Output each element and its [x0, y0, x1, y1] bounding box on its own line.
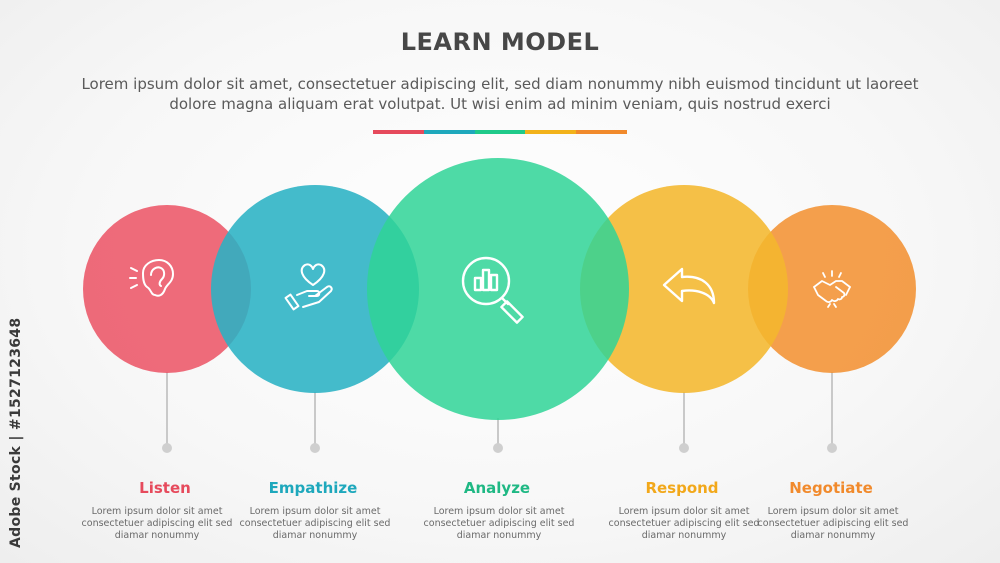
stock-watermark: Adobe Stock | #1527123648: [8, 317, 24, 548]
connector-dot: [162, 443, 172, 453]
page-title: LEARN MODEL: [400, 28, 600, 56]
ear-icon: [129, 259, 174, 297]
step-description-analyze: Lorem ipsum dolor sit amet consectetuer …: [423, 506, 575, 541]
connector-dot: [493, 443, 503, 453]
accent-segment: [423, 130, 475, 134]
step-description-respond: Lorem ipsum dolor sit amet consectetuer …: [608, 506, 760, 541]
step-description-empathize: Lorem ipsum dolor sit amet consectetuer …: [239, 506, 391, 541]
step-label-respond: Respond: [645, 479, 719, 497]
step-label-negotiate: Negotiate: [789, 479, 873, 497]
step-circle-negotiate: [748, 205, 916, 373]
step-circle-respond: [580, 185, 788, 393]
handshake-icon: [813, 270, 851, 308]
connector-dot: [679, 443, 689, 453]
connector-dot: [827, 443, 837, 453]
accent-segment: [576, 130, 627, 134]
step-label-analyze: Analyze: [463, 479, 531, 497]
accent-segment: [474, 130, 526, 134]
connectors: [166, 372, 833, 447]
step-circle-empathize: [211, 185, 419, 393]
reply-arrow-icon: [662, 267, 716, 305]
heart-in-hand-icon: [284, 263, 333, 311]
connector-dots: [162, 443, 837, 453]
step-description-negotiate: Lorem ipsum dolor sit amet consectetuer …: [757, 506, 909, 541]
step-label-listen: Listen: [139, 479, 191, 497]
accent-segment: [525, 130, 577, 134]
connector-dot: [310, 443, 320, 453]
step-circle-listen: [83, 205, 251, 373]
accent-divider: [373, 130, 627, 134]
accent-segment: [373, 130, 424, 134]
step-label-empathize: Empathize: [268, 479, 358, 497]
intro-text: Lorem ipsum dolor sit amet, consectetuer…: [81, 75, 919, 113]
magnifier-chart-icon: [461, 256, 524, 324]
step-description-listen: Lorem ipsum dolor sit amet consectetuer …: [81, 506, 233, 541]
